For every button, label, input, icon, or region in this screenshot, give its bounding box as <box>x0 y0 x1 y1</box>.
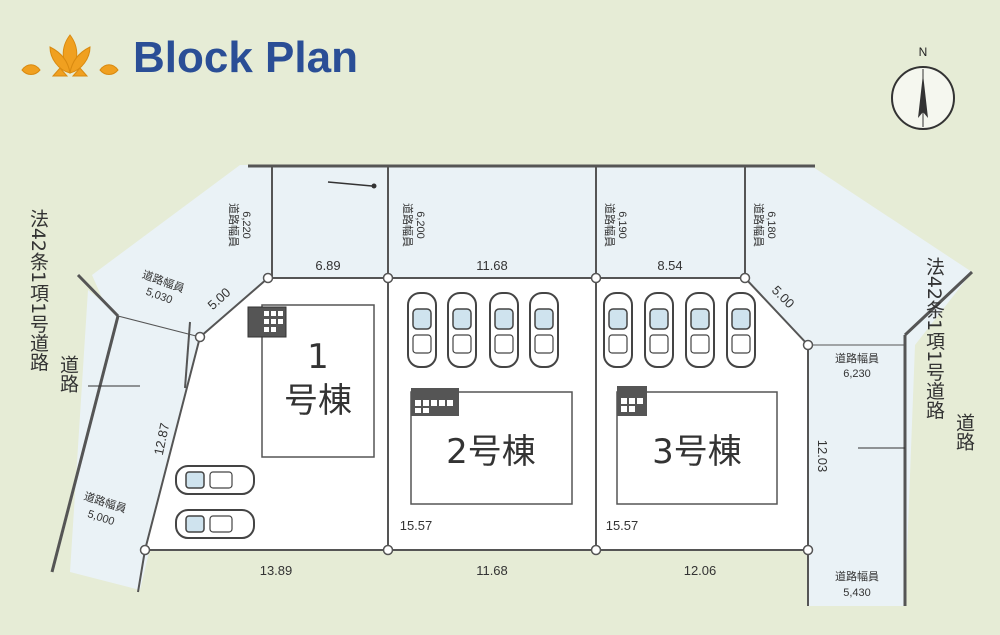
dim-bottom-1: 13.89 <box>260 563 293 578</box>
road-right-label: 道路幅員 <box>835 351 879 365</box>
dim-right-side: 12.03 <box>815 440 830 473</box>
stair-icon-2 <box>411 388 459 416</box>
road-top-a-value: 6,220 <box>240 211 252 239</box>
road-top-d-value: 6,180 <box>765 211 777 239</box>
parking-cars <box>175 292 756 539</box>
car-icon <box>726 292 756 368</box>
car-icon <box>489 292 519 368</box>
car-icon <box>685 292 715 368</box>
dim-top-1: 6.89 <box>315 258 340 273</box>
road-top-c-label: 道路幅員 <box>603 203 617 247</box>
road-top-b-value: 6,200 <box>414 211 426 239</box>
building-1-number: 1 <box>307 337 329 377</box>
car-icon <box>175 465 255 495</box>
car-icon <box>603 292 633 368</box>
dim-left-side: 12.87 <box>151 422 172 457</box>
dim-bottom-3: 12.06 <box>684 563 717 578</box>
car-icon <box>407 292 437 368</box>
car-icon <box>644 292 674 368</box>
north-compass-icon <box>891 66 955 130</box>
dim-top-2: 11.68 <box>476 258 508 273</box>
road-right-bottom-value: 5,430 <box>843 587 871 599</box>
building-1-label: 号棟 <box>284 381 352 421</box>
car-icon <box>529 292 559 368</box>
building-2-label: 2号棟 <box>446 432 536 472</box>
road-right-bottom-label: 道路幅員 <box>835 569 879 583</box>
road-top-a-label: 道路幅員 <box>227 203 241 247</box>
building-3-label: 3号棟 <box>652 432 742 472</box>
car-icon <box>175 509 255 539</box>
stair-icon-1 <box>247 306 287 338</box>
roads <box>70 165 972 606</box>
dim-bottom-2: 11.68 <box>476 563 508 578</box>
north-label: N <box>919 45 928 59</box>
road-top-b-label: 道路幅員 <box>401 203 415 247</box>
left-road-sub: 道路 <box>57 355 79 393</box>
road-top-d-label: 道路幅員 <box>752 203 766 247</box>
dim-mid-right: 15.57 <box>606 518 639 533</box>
lotus-logo-icon <box>21 34 119 77</box>
left-road-caption: 法42条1項1号道路 <box>27 209 49 372</box>
survey-points <box>139 272 814 556</box>
car-icon <box>447 292 477 368</box>
road-top-c-value: 6,190 <box>616 211 628 239</box>
stair-icon-3 <box>617 386 647 416</box>
road-right-value: 6,230 <box>843 368 871 380</box>
page-title: Block Plan <box>133 33 358 82</box>
dim-mid-left: 15.57 <box>400 518 433 533</box>
right-road-caption: 法42条1項1号道路 <box>923 257 945 420</box>
dim-top-3: 8.54 <box>657 258 682 273</box>
right-road-sub: 道路 <box>953 413 975 451</box>
